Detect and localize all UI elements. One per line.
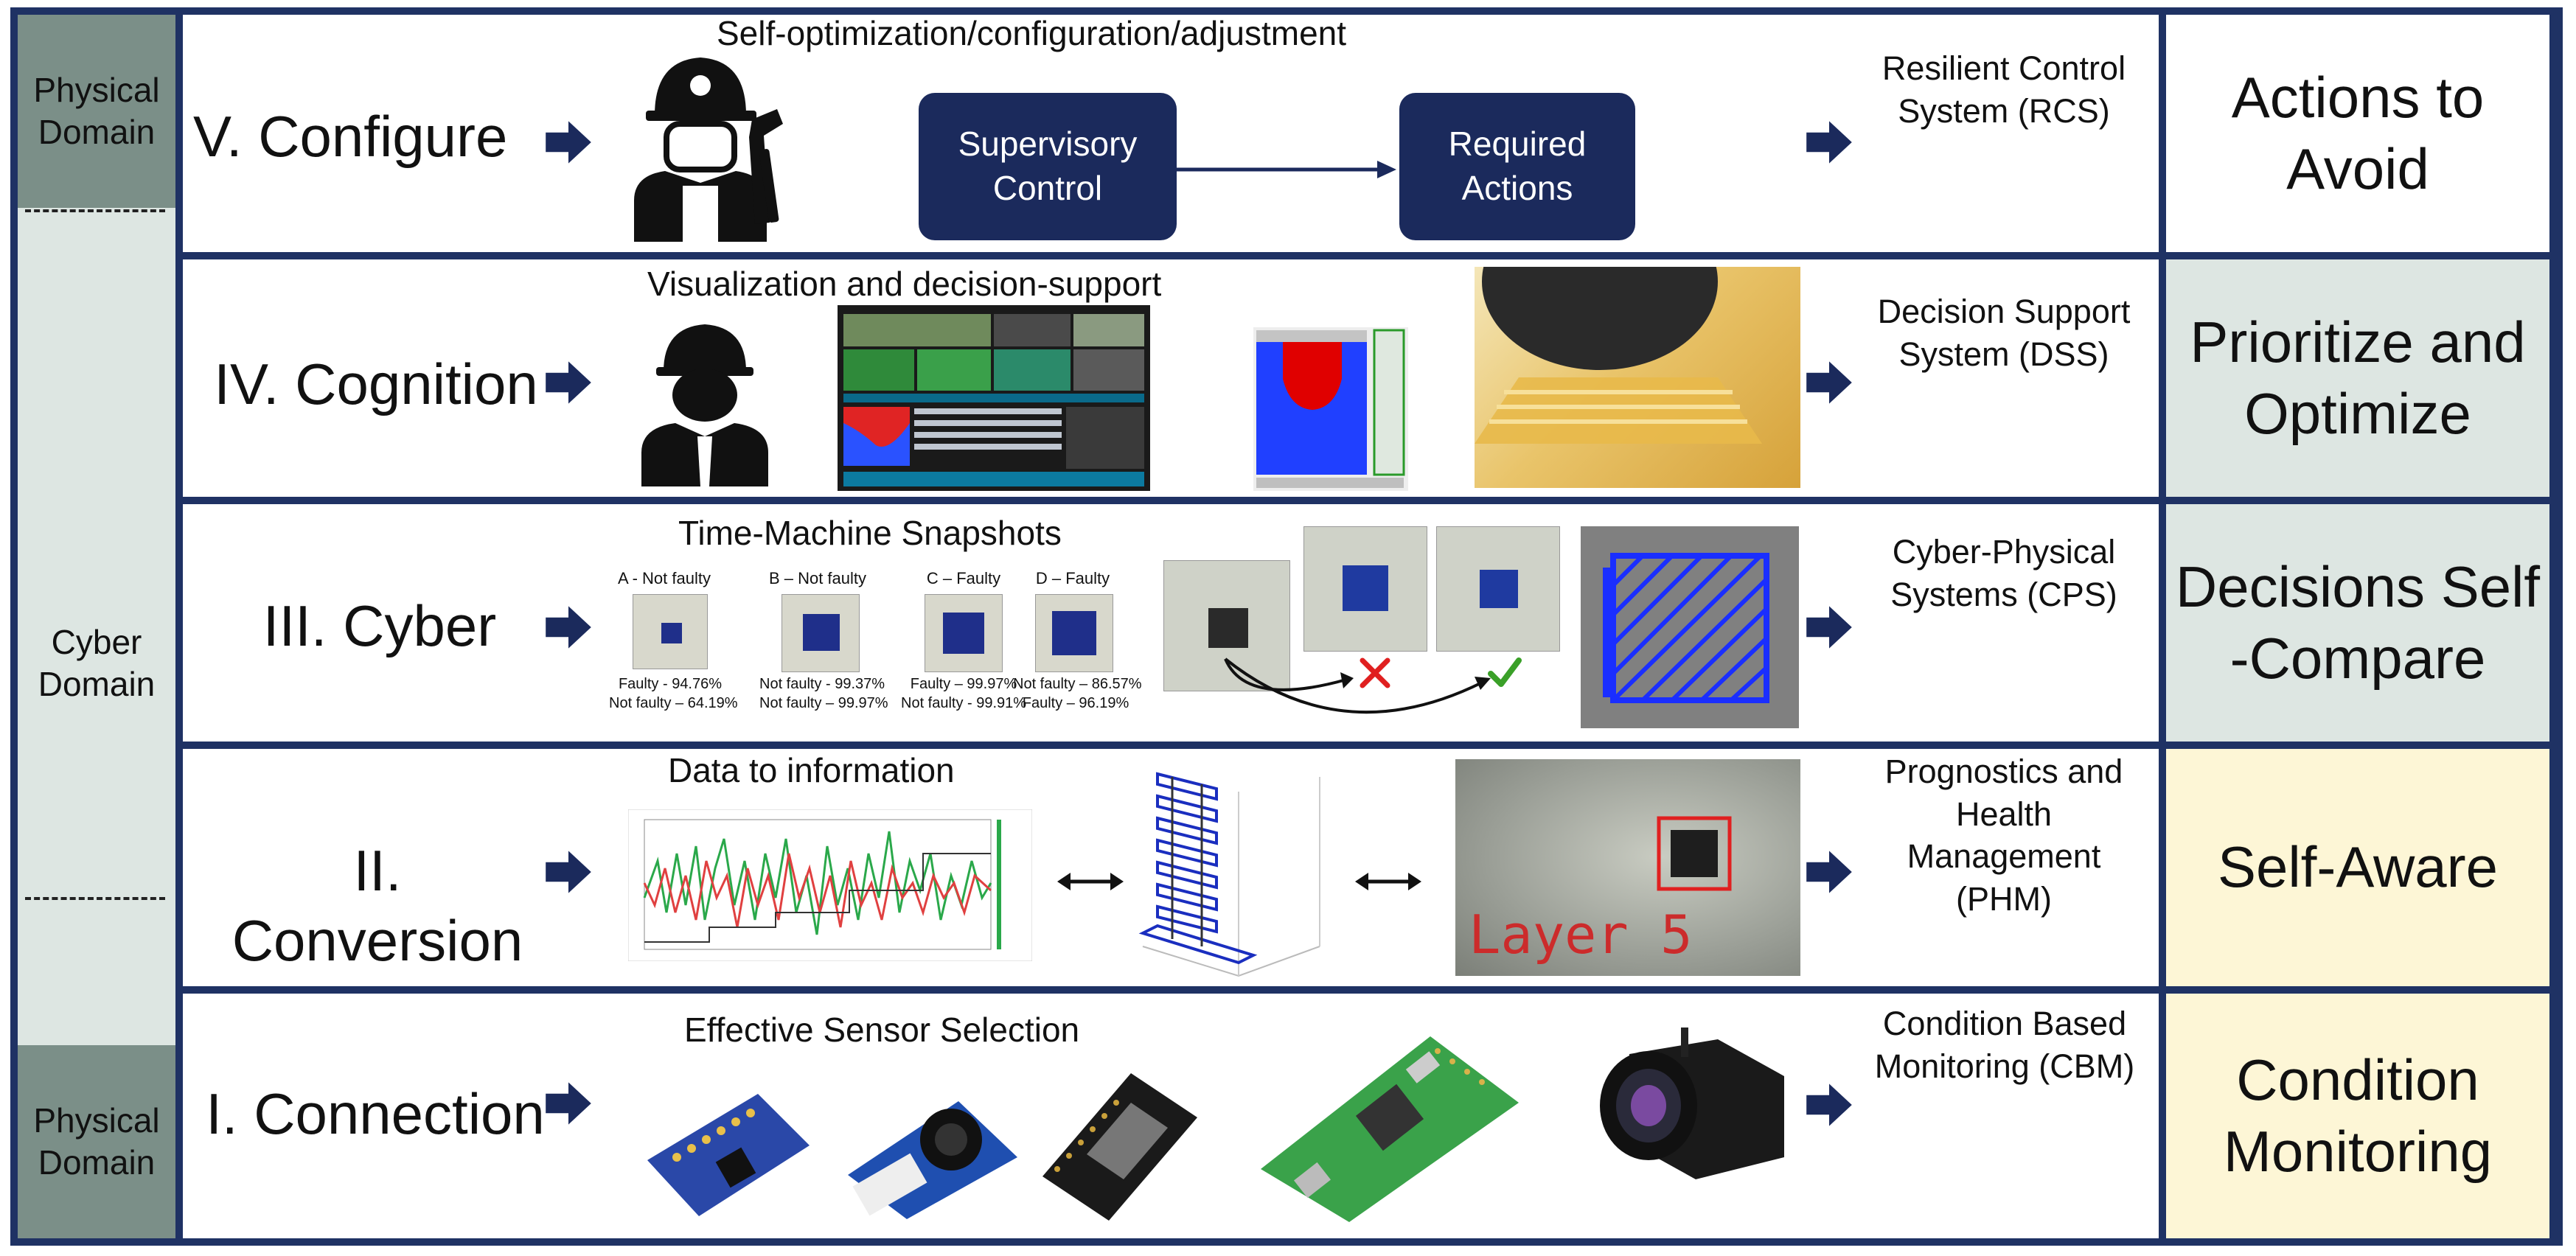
printed-layer-photo-right [1436, 526, 1560, 652]
arrow-right-icon [1806, 121, 1852, 164]
esp32-board [1042, 1073, 1197, 1221]
physical-domain-top: Physical Domain [18, 15, 175, 208]
snapshot-c-image [925, 594, 1003, 672]
system-dss: Decision Support System (DSS) [1877, 293, 2131, 373]
3d-printer-nozzle-photo [1475, 267, 1800, 488]
arrow-right-icon [546, 851, 591, 893]
snapshot-a-image [633, 594, 708, 669]
check-icon [1488, 657, 1522, 687]
snapshot-c-label: C – Faulty [926, 569, 1001, 587]
snapshot-b-image [781, 594, 860, 672]
right-actions-to-avoid: Actions to Avoid [2166, 15, 2549, 252]
layer-configure-label: V. Configure [193, 104, 508, 169]
connector-arrow [1177, 161, 1396, 178]
system-cbm: Condition Based Monitoring (CBM) [1874, 1005, 2135, 1085]
cyber-domain: Cyber Domain [38, 622, 156, 704]
layer-number-text: Layer 5 [1469, 904, 1693, 966]
arrow-right-icon [546, 606, 591, 649]
caption-cognition: Visualization and decision-support [647, 265, 1162, 303]
system-phm: Prognostics and Health Management (PHM) [1884, 753, 2123, 918]
snapshot-d-label: D – Faulty [1035, 569, 1110, 587]
snapshot-c-value-2: Not faulty - 99.91% [901, 695, 1027, 711]
comparison-arrows [1224, 657, 1491, 714]
3d-toolpath-plot [1128, 762, 1327, 986]
sensor-signal-plot [628, 809, 1032, 961]
worker-icon [641, 324, 768, 486]
snapshot-b-value-1: Not faulty - 99.37% [759, 676, 885, 692]
caption-conversion: Data to information [668, 751, 955, 789]
dashboard-screenshot [838, 305, 1150, 491]
snapshot-b-value-2: Not faulty – 99.97% [759, 695, 888, 711]
domain-column [18, 15, 175, 1238]
arrow-right-icon [546, 361, 591, 404]
layer-cognition-label: IV. Cognition [214, 352, 538, 416]
arrow-right-icon [1806, 1084, 1852, 1126]
system-cps: Cyber-Physical Systems (CPS) [1890, 533, 2117, 613]
snapshot-d-value-1: Not faulty – 86.57% [1013, 676, 1142, 692]
camera-module-board [848, 1101, 1017, 1219]
double-arrow-icon [1355, 873, 1421, 890]
box-required-actions: Required Actions [1399, 93, 1635, 240]
toolpath-image [1581, 526, 1799, 728]
right-self-aware: Self-Aware [2166, 749, 2549, 986]
snapshot-a-label: A - Not faulty [618, 569, 711, 587]
arrow-right-icon [546, 121, 591, 164]
caption-configure: Self-optimization/configuration/adjustme… [717, 14, 1347, 52]
snapshot-a-value-1: Faulty - 94.76% [618, 676, 723, 692]
snapshot-d-image [1035, 594, 1113, 672]
domain-divider-bottom [25, 897, 165, 900]
thermal-simulation-image [1253, 327, 1408, 491]
imu-sensor-board [647, 1094, 810, 1216]
snapshot-a-value-2: Not faulty – 64.19% [609, 695, 738, 711]
worker-tools-icon [634, 57, 783, 242]
snapshot-d-value-2: Faulty – 96.19% [1022, 695, 1129, 711]
layer-cyber-label: III. Cyber [262, 593, 497, 658]
arrow-right-icon [1806, 606, 1852, 649]
printed-layer-photo-wrong [1303, 526, 1427, 652]
caption-connection: Effective Sensor Selection [684, 1011, 1080, 1049]
double-arrow-icon [1057, 873, 1124, 890]
domain-divider-top [25, 209, 165, 212]
arrow-right-icon [1806, 361, 1852, 404]
cross-icon [1360, 657, 1390, 688]
layer-conversion-label: II. Conversion [232, 838, 523, 974]
system-rcs: Resilient Control System (RCS) [1881, 49, 2126, 130]
right-decisions-self-compare: Decisions Self -Compare [2166, 504, 2549, 742]
right-prioritize-optimize: Prioritize and Optimize [2166, 259, 2549, 497]
usb-camera [1600, 1028, 1784, 1179]
snapshot-b-label: B – Not faulty [768, 569, 867, 587]
arrow-right-icon [1806, 851, 1852, 893]
physical-domain-bottom: Physical Domain [18, 1045, 175, 1238]
arrow-right-icon [546, 1082, 591, 1125]
caption-cyber: Time-Machine Snapshots [678, 514, 1062, 552]
snapshot-c-value-1: Faulty – 99.97% [910, 676, 1017, 692]
layer-connection-label: I. Connection [206, 1081, 545, 1146]
box-supervisory-control: Supervisory Control [919, 93, 1177, 240]
right-condition-monitoring: Condition Monitoring [2166, 994, 2549, 1238]
raspberry-pi-board [1261, 1036, 1519, 1222]
layer-inspection-photo: Layer 5 [1455, 759, 1800, 976]
printed-layer-photo-input [1163, 560, 1290, 691]
